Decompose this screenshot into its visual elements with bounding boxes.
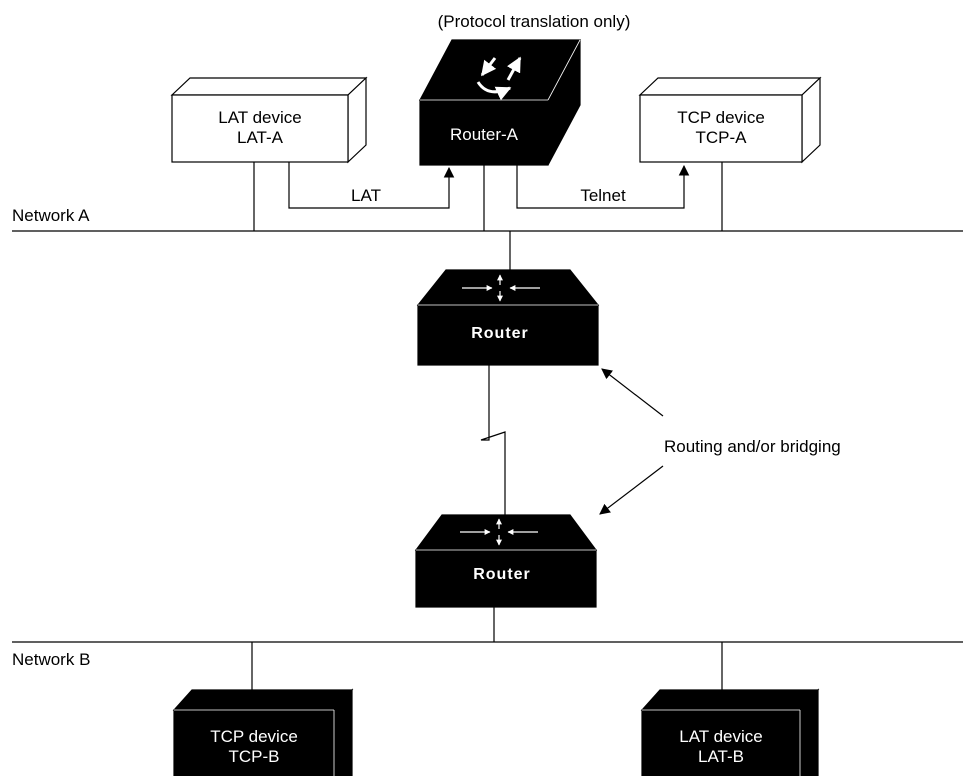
wan-link [480,365,506,515]
tcp-b-type: TCP device [210,727,298,746]
lat-connection-arrow [288,162,455,209]
tcp-a-type: TCP device [677,108,765,127]
annotation-arrow-bottom [599,465,664,515]
protocol-translation-caption: (Protocol translation only) [438,12,631,31]
lat-b-name: LAT-B [698,747,744,766]
protocol-translation-arrows-icon [476,56,522,101]
lat-device-b: LAT device LAT-B [640,688,820,776]
telnet-connection-label: Telnet [580,186,626,205]
network-a-label: Network A [12,206,90,225]
router-top: Router [416,269,600,366]
tcp-b-name: TCP-B [229,747,280,766]
routing-bridging-annotation: Routing and/or bridging [664,437,841,456]
router-arrows-icon [460,518,538,546]
router-a: Router-A [419,39,581,166]
router-a-label: Router-A [450,125,519,144]
router-top-label: Router [471,325,529,342]
lat-b-type: LAT device [679,727,762,746]
router-arrows-icon [462,274,540,302]
telnet-connection-arrow [516,164,690,209]
lat-connection-label: LAT [351,186,381,205]
tcp-device-a: TCP device TCP-A [638,76,822,164]
lat-device-a: LAT device LAT-A [170,76,368,164]
router-bottom: Router [414,514,598,608]
tcp-a-name: TCP-A [696,128,748,147]
annotation-arrow-top [601,368,664,417]
tcp-device-b: TCP device TCP-B [172,688,354,776]
network-b-label: Network B [12,650,90,669]
lat-a-name: LAT-A [237,128,284,147]
router-bottom-label: Router [473,566,531,583]
lat-a-type: LAT device [218,108,301,127]
